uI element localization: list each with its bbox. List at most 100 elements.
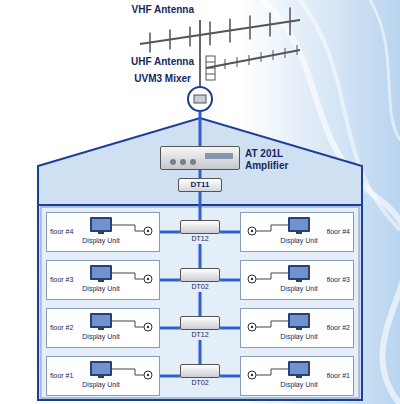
reflector-grid xyxy=(206,62,215,63)
floor-room: floor #2Display Unit xyxy=(46,308,160,348)
coax-cable xyxy=(220,327,240,330)
device-label: DT12 xyxy=(174,235,226,243)
display-unit-icon xyxy=(288,361,310,376)
floor-room: floor #4Display Unit xyxy=(46,212,160,252)
amplifier-icon xyxy=(161,147,239,169)
display-unit-icon xyxy=(288,313,310,328)
display-screen xyxy=(92,315,110,326)
tv-cable xyxy=(112,321,144,327)
display-unit-icon xyxy=(90,361,112,376)
room-text: Display Unit xyxy=(269,380,329,389)
tv-cable xyxy=(112,225,144,231)
display-unit-icon xyxy=(90,217,112,232)
room-text: Display Unit xyxy=(71,332,131,341)
coax-cable xyxy=(199,170,202,178)
wall-outlet xyxy=(144,227,152,235)
antenna-element xyxy=(169,30,171,50)
coax-cable xyxy=(160,327,180,330)
amplifier-box: AT 201L Amplifier xyxy=(160,146,240,170)
room-text: floor #2 xyxy=(50,323,73,332)
tap-splitter: DT02 xyxy=(180,364,220,388)
floor-room: Display Unitfloor #3 xyxy=(240,260,354,300)
vhf-boom xyxy=(140,20,300,44)
mixer-label: UVM3 Mixer xyxy=(134,73,191,85)
display-stand xyxy=(98,328,104,330)
display-stand xyxy=(296,232,302,234)
display-stand xyxy=(296,376,302,378)
coax-cable xyxy=(220,231,240,234)
outlet-socket xyxy=(251,374,253,376)
device-label: DT11 xyxy=(179,179,221,191)
room-text: Display Unit xyxy=(71,236,131,245)
outlet-socket xyxy=(147,278,149,280)
floors-panel xyxy=(41,207,359,398)
display-unit-icon xyxy=(90,313,112,328)
device-label: DT02 xyxy=(174,283,226,291)
floor-room: Display Unitfloor #4 xyxy=(240,212,354,252)
display-screen xyxy=(290,363,308,374)
tap-splitter: DT12 xyxy=(180,316,220,340)
display-stand xyxy=(98,280,104,282)
coax-cable xyxy=(160,231,180,234)
antenna-element xyxy=(229,19,231,43)
floor-room: floor #3Display Unit xyxy=(46,260,160,300)
outlet-socket xyxy=(147,326,149,328)
display-screen xyxy=(290,315,308,326)
coax-cable xyxy=(199,244,202,268)
display-screen xyxy=(290,267,308,278)
tap-splitter: DT02 xyxy=(180,268,220,292)
splitter-body xyxy=(180,268,220,282)
coax-cable xyxy=(160,279,180,282)
uhf-boom xyxy=(206,50,300,68)
antenna-element xyxy=(209,22,211,46)
room-text: Display Unit xyxy=(269,332,329,341)
display-stand xyxy=(296,328,302,330)
antenna-element xyxy=(297,45,298,55)
coax-cable xyxy=(199,112,202,146)
wall-outlet xyxy=(248,227,256,235)
antenna-element xyxy=(189,27,191,47)
room-text: floor #2 xyxy=(327,323,350,332)
room-text: floor #4 xyxy=(327,227,350,236)
device-label: DT12 xyxy=(174,331,226,339)
mixer-circle: UVM3 Mixer xyxy=(187,86,213,112)
room-text: Display Unit xyxy=(71,380,131,389)
coax-cable xyxy=(160,375,180,378)
floor-room: floor #1Display Unit xyxy=(46,356,160,396)
coax-cable xyxy=(199,340,202,364)
tv-cable xyxy=(256,369,288,375)
tv-cable xyxy=(256,225,288,231)
wall-outlet xyxy=(144,323,152,331)
coax-cable xyxy=(199,292,202,316)
display-unit-icon xyxy=(288,265,310,280)
wall-outlet xyxy=(144,371,152,379)
coax-cable xyxy=(220,375,240,378)
device-label: DT02 xyxy=(174,379,226,387)
display-screen xyxy=(92,363,110,374)
house-outline xyxy=(38,118,362,400)
wave-line xyxy=(370,0,400,140)
wall-outlet xyxy=(248,371,256,379)
antenna-element xyxy=(261,52,262,62)
display-screen xyxy=(92,267,110,278)
tv-cable xyxy=(112,273,144,279)
antenna-label: VHF Antenna xyxy=(132,4,194,16)
coax-cable xyxy=(220,279,240,282)
antenna-element xyxy=(273,50,274,60)
tv-cable xyxy=(256,321,288,327)
antenna-label: UHF Antenna xyxy=(131,56,194,68)
display-screen xyxy=(290,219,308,230)
uhf-elements xyxy=(206,45,297,74)
antenna-element xyxy=(237,57,238,67)
amplifier-label: AT 201L Amplifier xyxy=(245,148,303,172)
splitter-body xyxy=(180,316,220,330)
display-stand xyxy=(98,232,104,234)
room-text: floor #4 xyxy=(50,227,73,236)
antenna-element xyxy=(249,16,251,40)
room-text: floor #3 xyxy=(327,275,350,284)
knob xyxy=(180,159,186,165)
outlet-socket xyxy=(251,278,253,280)
reflector-grid xyxy=(206,74,215,75)
room-text: floor #1 xyxy=(327,371,350,380)
